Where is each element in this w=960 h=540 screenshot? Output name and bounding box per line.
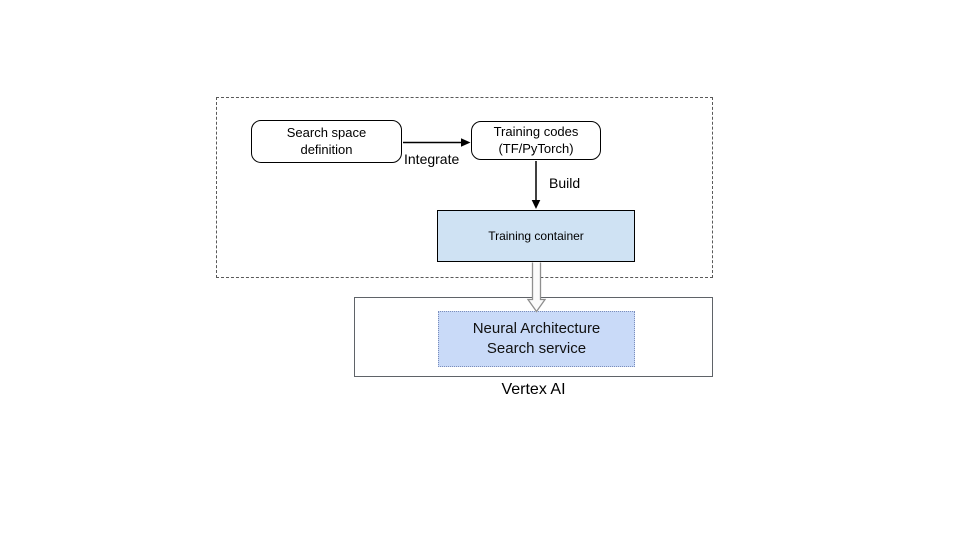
search-space-definition-box: Search space definition	[251, 120, 402, 163]
nas-service-label-line2: Search service	[486, 340, 587, 357]
vertex-ai-label: Vertex AI	[501, 381, 566, 398]
nas-service-label-line1: Neural Architecture	[472, 319, 601, 337]
build-arrow-label: Build	[549, 175, 581, 191]
training-container-label: Training container	[488, 229, 584, 243]
training-codes-label-line2: (TF/PyTorch)	[498, 140, 574, 156]
training-codes-label-line1: Training codes	[493, 123, 579, 139]
integrate-arrow-label: Integrate	[404, 151, 460, 167]
nas-service-box: Neural Architecture Search service	[438, 311, 635, 367]
search-space-label-line2: definition	[300, 141, 353, 157]
training-setup-group-boundary	[216, 97, 713, 278]
search-space-label-line1: Search space	[286, 124, 367, 140]
training-codes-box: Training codes (TF/PyTorch)	[471, 121, 601, 160]
training-container-box: Training container	[437, 210, 635, 262]
